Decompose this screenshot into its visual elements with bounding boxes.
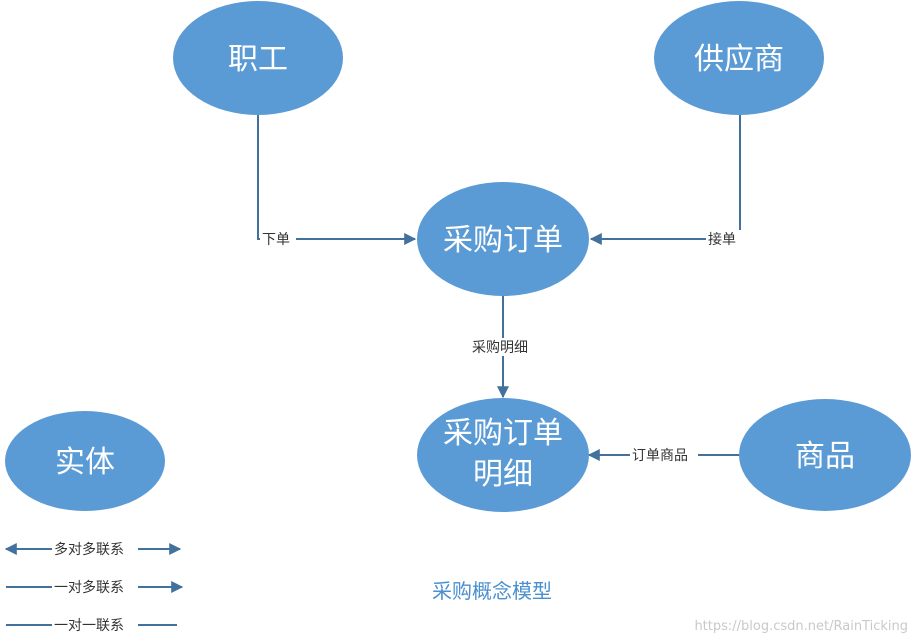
node-order-detail-label-line1: 采购订单 bbox=[443, 416, 563, 451]
legend-one-to-one: 一对一联系 bbox=[6, 616, 177, 634]
edge-label-accept-order: 接单 bbox=[708, 231, 736, 248]
legend-one-to-one-label: 一对一联系 bbox=[54, 618, 124, 634]
node-product-label: 商品 bbox=[795, 439, 855, 474]
edge-employee-to-order: 下单 bbox=[257, 115, 417, 248]
legend-many-to-many-label: 多对多联系 bbox=[54, 541, 124, 558]
node-order-detail: 采购订单 明细 bbox=[417, 398, 589, 512]
legend-entity-label: 实体 bbox=[55, 445, 115, 480]
edge-product-to-detail: 订单商品 bbox=[587, 446, 740, 464]
legend-one-to-many-label: 一对多联系 bbox=[54, 579, 124, 596]
node-order-detail-label-line2: 明细 bbox=[473, 457, 533, 492]
node-purchase-order-label: 采购订单 bbox=[443, 223, 563, 258]
legend-entity: 实体 bbox=[5, 411, 165, 511]
node-employee: 职工 bbox=[173, 1, 343, 115]
node-product: 商品 bbox=[739, 399, 911, 511]
edge-order-to-detail: 采购明细 bbox=[470, 295, 538, 399]
node-purchase-order: 采购订单 bbox=[417, 182, 589, 296]
node-supplier: 供应商 bbox=[654, 1, 824, 115]
legend-many-to-many: 多对多联系 bbox=[4, 540, 182, 558]
node-supplier-label: 供应商 bbox=[694, 42, 784, 77]
diagram-caption: 采购概念模型 bbox=[432, 579, 552, 603]
legend-one-to-many: 一对多联系 bbox=[6, 578, 184, 596]
node-employee-label: 职工 bbox=[228, 42, 288, 77]
edge-label-order-product: 订单商品 bbox=[632, 448, 688, 464]
edge-label-place-order: 下单 bbox=[262, 232, 290, 248]
watermark-url: https://blog.csdn.net/RainTicking bbox=[694, 619, 908, 634]
edge-supplier-to-order: 接单 bbox=[589, 115, 744, 248]
edge-label-purchase-detail: 采购明细 bbox=[472, 340, 528, 356]
